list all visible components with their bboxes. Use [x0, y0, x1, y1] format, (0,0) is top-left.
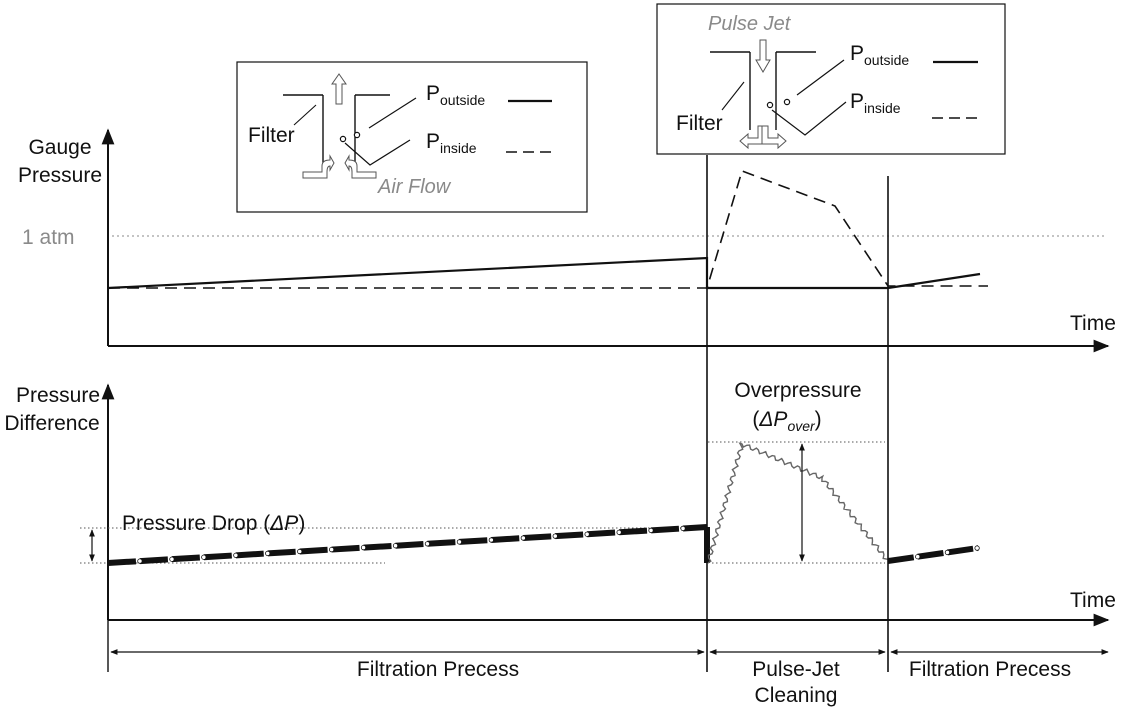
line-marker-dot	[520, 535, 526, 541]
inset2-p-outside-label: Poutside	[850, 42, 909, 68]
filtration-line-markers-2	[915, 545, 980, 560]
top-y-axis-label-line1: Gauge	[28, 136, 91, 159]
filtration-phase-label-2: Filtration Precess	[909, 658, 1071, 681]
filtration-line-markers	[137, 525, 686, 564]
outflow-arrow-icon-right	[761, 125, 787, 150]
line-marker-dot	[233, 552, 239, 558]
overpressure-open: (	[752, 408, 759, 431]
pressure-drop-close: )	[298, 512, 305, 535]
p-inside-leader	[344, 139, 411, 166]
inset1-p-inside-sub: inside	[440, 140, 477, 156]
inset2-pulse-jet-label: Pulse Jet	[708, 13, 792, 35]
inside-point-icon	[766, 101, 774, 109]
inset2-p-outside-sub: outside	[864, 52, 909, 68]
inset1-p-inside-label: Pinside	[426, 130, 477, 156]
filtration-pressure-difference-line-2	[887, 545, 979, 564]
filtration-phase-label: Filtration Precess	[357, 658, 519, 681]
inset2-p-inside-label: Pinside	[850, 90, 901, 116]
overpressure-symbol: (ΔPover)	[752, 408, 821, 434]
pulse-phase-label-line1: Pulse-Jet	[752, 658, 840, 681]
up-arrow-icon	[331, 73, 347, 105]
bottom-chart: Pressure Difference Time Pressure Drop (…	[4, 379, 1116, 627]
line-marker-dot	[974, 545, 980, 551]
inflow-arrow-icon-right	[344, 154, 377, 179]
line-marker-dot	[169, 556, 175, 562]
inset-filtration: Filter Air Flow Poutside Pinside	[236, 61, 588, 213]
inset1-p-inside-main: P	[426, 130, 440, 153]
inset-pulse-jet: Pulse Jet Filter Poutside Pinside	[656, 3, 1006, 155]
overpressure-curve	[707, 442, 890, 564]
bottom-y-axis-label-line2: Difference	[4, 412, 99, 435]
overpressure-delta: ΔP	[758, 408, 787, 431]
filtration-pressure-difference-line	[107, 524, 708, 566]
inset1-filter-label: Filter	[248, 124, 295, 147]
p-outside-curve	[107, 256, 981, 290]
atm-label: 1 atm	[22, 226, 75, 249]
line-marker-dot	[616, 529, 622, 535]
inset1-p-outside-label: Poutside	[426, 82, 485, 108]
line-marker-dot	[265, 550, 271, 557]
overpressure-sub: over	[787, 418, 816, 434]
line-marker-dot	[297, 548, 303, 555]
inset2-p-inside-sub: inside	[864, 100, 901, 116]
p-inside-curve	[108, 169, 988, 289]
bottom-y-axis-label-line1: Pressure	[16, 384, 100, 407]
p-outside-leader	[368, 97, 417, 129]
line-marker-dot	[488, 537, 494, 543]
pulse-phase-label-line2: Cleaning	[755, 684, 838, 707]
outside-point-icon	[353, 131, 361, 139]
line-marker-dot	[648, 527, 654, 534]
line-marker-dot	[944, 549, 951, 556]
pressure-drop-label: Pressure Drop (ΔP)	[122, 512, 305, 535]
line-marker-dot	[915, 554, 921, 560]
inset2-p-inside-main: P	[850, 90, 864, 113]
line-marker-dot	[201, 554, 207, 560]
inset2-filter-label: Filter	[676, 112, 723, 135]
line-marker-dot	[424, 541, 430, 547]
inflow-arrow-icon-left	[302, 154, 335, 179]
line-marker-dot	[584, 531, 590, 537]
phase-timeline: Filtration Precess Pulse-Jet Cleaning Fi…	[110, 649, 1109, 707]
line-marker-dot	[456, 539, 462, 545]
line-marker-dot	[360, 544, 367, 551]
top-x-axis-label: Time	[1070, 312, 1116, 335]
bottom-x-axis-label: Time	[1070, 589, 1116, 612]
p-outside-leader	[796, 59, 845, 96]
top-y-axis-label-line2: Pressure	[18, 164, 102, 187]
inset-pulse-frame	[656, 3, 1006, 155]
line-marker-dot	[552, 533, 558, 539]
filter-leader	[293, 104, 317, 126]
inset-filtration-frame	[236, 61, 588, 213]
inset2-p-outside-main: P	[850, 42, 864, 65]
pulse-down-arrow-icon	[755, 39, 771, 73]
overpressure-label: Overpressure	[734, 379, 861, 402]
overpressure-close: )	[815, 408, 822, 431]
pressure-drop-text: Pressure Drop (	[122, 512, 270, 535]
inset1-p-outside-main: P	[426, 82, 440, 105]
phase-dividers	[107, 155, 889, 672]
line-marker-dot	[137, 558, 143, 564]
inside-point-icon	[339, 135, 347, 143]
filter-leader	[721, 81, 745, 111]
pressure-drop-symbol: ΔP	[269, 512, 298, 535]
line-marker-dot	[680, 525, 686, 532]
inset1-p-outside-sub: outside	[440, 92, 485, 108]
line-marker-dot	[328, 546, 335, 553]
inset1-air-flow-label: Air Flow	[377, 176, 452, 198]
line-marker-dot	[392, 543, 399, 549]
outside-point-icon	[783, 98, 791, 106]
p-inside-leader	[771, 101, 847, 136]
